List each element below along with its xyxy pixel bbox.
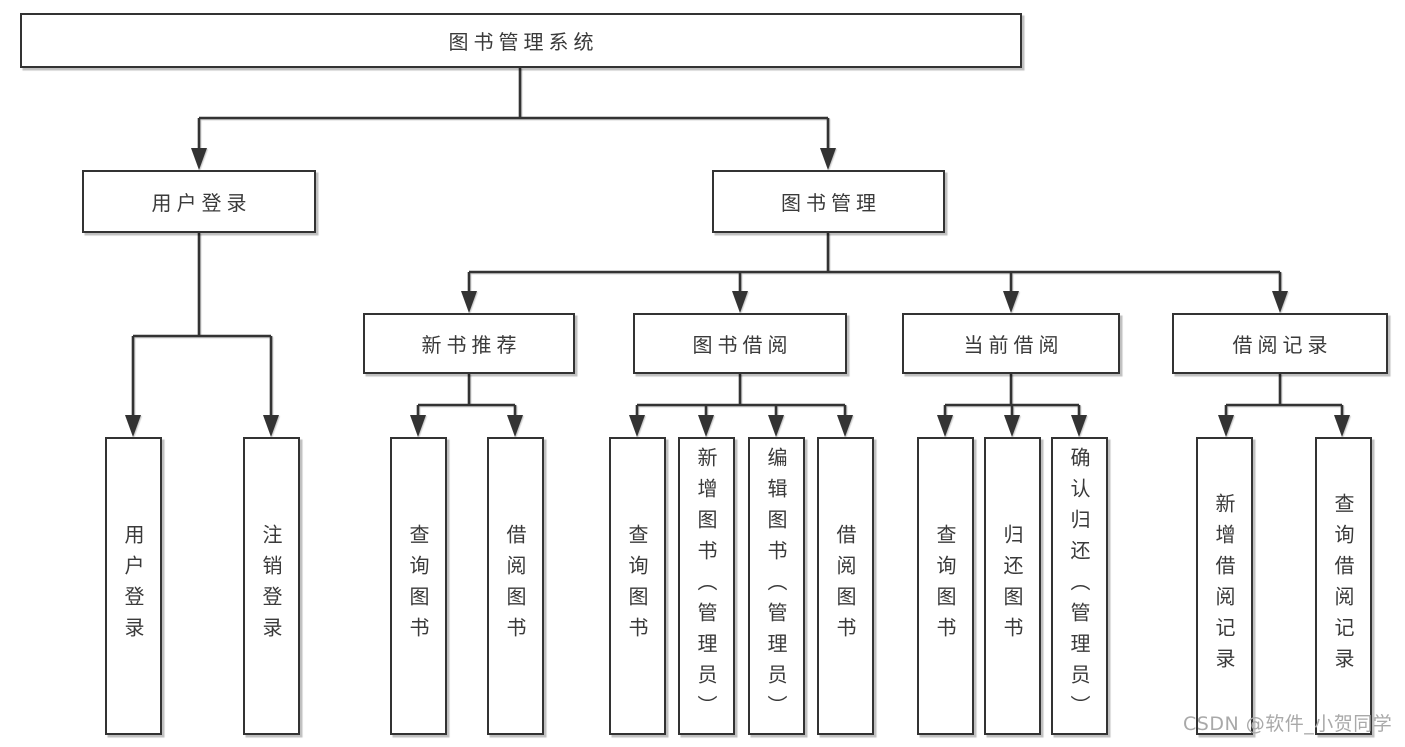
node-book-borrowing: 图书借阅 [633, 313, 847, 374]
node-borrowing-records: 借阅记录 [1172, 313, 1388, 374]
node-borrowing-records-label: 借阅记录 [1232, 333, 1333, 357]
arrowhead [629, 415, 645, 437]
arrowhead [937, 415, 953, 437]
arrowhead [1071, 415, 1087, 437]
node-user-login: 用户登录 [82, 170, 316, 233]
arrowhead [263, 415, 279, 437]
node-book-management-label: 图书管理 [781, 191, 881, 215]
node-root: 图书管理系统 [20, 13, 1022, 68]
node-current-borrowing: 当前借阅 [902, 313, 1120, 374]
node-add-borrow-record-label: 新增借阅记录 [1212, 493, 1236, 679]
node-new-book-recommend: 新书推荐 [363, 313, 575, 374]
node-query-borrow-record-label: 查询借阅记录 [1331, 493, 1355, 679]
arrowhead [837, 415, 853, 437]
edge-userlogin-to-leaves [131, 233, 273, 419]
node-borrow-books-label: 借阅图书 [833, 524, 857, 648]
node-confirm-return-admin-label: 确认归还（管理员） [1067, 446, 1091, 726]
node-user-login-leaf: 用户登录 [105, 437, 162, 735]
arrowhead [1272, 291, 1288, 313]
arrowheads [125, 148, 1350, 437]
edge-bookmgmt-to-level3 [467, 233, 1282, 295]
arrowhead [698, 415, 714, 437]
node-user-login-leaf-label: 用户登录 [121, 524, 145, 648]
arrowhead [768, 415, 784, 437]
edge-currentborrow-to-leaves [943, 374, 1081, 419]
arrowhead [732, 291, 748, 313]
node-logout-label: 注销登录 [259, 524, 283, 648]
node-edit-book-admin: 编辑图书（管理员） [748, 437, 805, 735]
arrowhead [507, 415, 523, 437]
node-query-books-borrowing-label: 查询图书 [625, 524, 649, 648]
node-logout: 注销登录 [243, 437, 300, 735]
node-borrow-books: 借阅图书 [817, 437, 874, 735]
node-query-books-current: 查询图书 [917, 437, 974, 735]
edge-bookborrow-to-leaves [635, 374, 847, 419]
node-add-book-admin-label: 新增图书（管理员） [694, 446, 718, 726]
node-return-book-label: 归还图书 [1000, 524, 1024, 648]
node-query-books-recommend: 查询图书 [390, 437, 447, 735]
arrowhead [125, 415, 141, 437]
node-current-borrowing-label: 当前借阅 [963, 333, 1064, 357]
node-query-borrow-record: 查询借阅记录 [1315, 437, 1372, 735]
node-confirm-return-admin: 确认归还（管理员） [1051, 437, 1108, 735]
node-new-book-recommend-label: 新书推荐 [421, 333, 522, 357]
arrowhead [1218, 415, 1234, 437]
arrowhead [191, 148, 207, 170]
node-edit-book-admin-label: 编辑图书（管理员） [764, 446, 788, 726]
edge-root-to-level2 [197, 68, 830, 152]
node-root-label: 图书管理系统 [448, 30, 599, 54]
node-query-books-borrowing: 查询图书 [609, 437, 666, 735]
node-user-login-label: 用户登录 [151, 191, 252, 215]
node-return-book: 归还图书 [984, 437, 1041, 735]
arrowhead [461, 291, 477, 313]
arrowhead [820, 148, 836, 170]
node-book-borrowing-label: 图书借阅 [692, 333, 793, 357]
node-add-book-admin: 新增图书（管理员） [678, 437, 735, 735]
node-borrow-books-recommend: 借阅图书 [487, 437, 544, 735]
node-borrow-books-recommend-label: 借阅图书 [503, 524, 527, 648]
edge-borrowrecord-to-leaves [1224, 374, 1344, 419]
arrowhead [1004, 415, 1020, 437]
arrowhead [410, 415, 426, 437]
arrowhead [1003, 291, 1019, 313]
watermark-text: CSDN @软件_小贺同学 [1183, 713, 1393, 735]
node-query-books-current-label: 查询图书 [933, 524, 957, 648]
node-add-borrow-record: 新增借阅记录 [1196, 437, 1253, 735]
node-book-management: 图书管理 [712, 170, 945, 233]
arrowhead [1334, 415, 1350, 437]
node-query-books-recommend-label: 查询图书 [406, 524, 430, 648]
tree-edges [131, 68, 1344, 419]
edge-newbook-to-leaves [416, 374, 517, 419]
